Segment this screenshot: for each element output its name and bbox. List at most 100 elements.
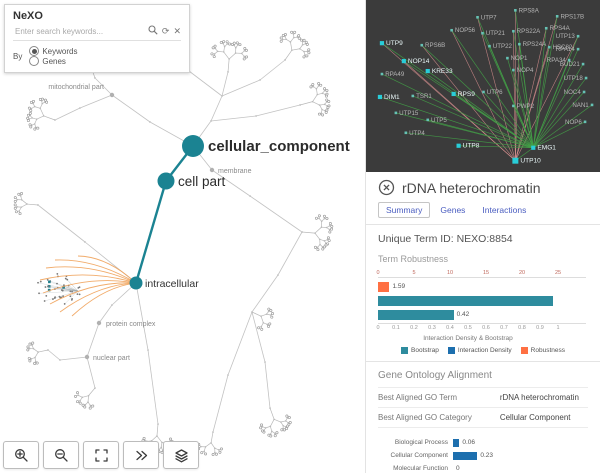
- map-toolbar: [3, 441, 199, 469]
- legend-swatch: [401, 347, 408, 354]
- detail-tabs: Summary Genes Interactions: [378, 202, 588, 224]
- network-node-UTP21[interactable]: [481, 31, 484, 35]
- tree-node-nuclear-part[interactable]: [84, 354, 90, 360]
- network-node-label: UTP15: [399, 110, 419, 117]
- fit-to-screen-icon: [94, 448, 108, 462]
- tree-node-cell-part[interactable]: [157, 172, 175, 190]
- network-node-UTP8[interactable]: [456, 143, 461, 148]
- tab-genes[interactable]: Genes: [440, 205, 466, 215]
- network-node-label: NOP1: [511, 55, 528, 62]
- network-node-TSR1[interactable]: [411, 94, 415, 98]
- network-node-label: BUD21: [560, 61, 580, 68]
- network-node-RPS4A[interactable]: [544, 26, 548, 30]
- network-node-NOP14[interactable]: [401, 59, 406, 64]
- network-node-RPA34[interactable]: [567, 58, 571, 62]
- tree-node-mitochondrial-part[interactable]: [109, 92, 115, 98]
- search-icon[interactable]: [148, 25, 158, 37]
- network-node-UTP4[interactable]: [404, 131, 408, 135]
- network-node-RPS9[interactable]: [451, 91, 456, 97]
- tree-node-label: cell part: [178, 174, 226, 189]
- network-node-label: UTP8: [463, 143, 480, 150]
- network-node-label: UTP10: [520, 158, 541, 165]
- network-node-UTP13[interactable]: [576, 34, 580, 38]
- network-node-NOP56[interactable]: [450, 28, 453, 32]
- network-node-NOP1[interactable]: [506, 56, 509, 60]
- clear-icon[interactable]: ✕: [173, 25, 181, 36]
- fit-to-screen-button[interactable]: [83, 441, 119, 469]
- tab-summary[interactable]: Summary: [378, 202, 431, 218]
- network-node-label: PWP2: [517, 103, 535, 110]
- search-input[interactable]: [13, 25, 144, 37]
- network-node-RPA14[interactable]: [576, 47, 580, 51]
- network-node-label: KRE33: [432, 68, 453, 75]
- tree-node-membrane[interactable]: [209, 167, 215, 173]
- reset-icon[interactable]: ⟳: [161, 25, 170, 36]
- zoom-out-button[interactable]: [43, 441, 79, 469]
- network-node-label: RPA14: [556, 46, 576, 53]
- layers-button[interactable]: [163, 441, 199, 469]
- network-node-RPS17B[interactable]: [555, 15, 559, 18]
- network-node-UTP18[interactable]: [584, 76, 588, 80]
- network-node-label: RPS9: [458, 91, 475, 98]
- network-node-UTP15[interactable]: [394, 111, 398, 115]
- expand-tree-button[interactable]: [123, 441, 159, 469]
- radio-icon[interactable]: [29, 46, 40, 56]
- tree-node-intracellular[interactable]: [129, 276, 143, 290]
- network-node-label: DIM1: [384, 94, 400, 101]
- network-node-RPS6B[interactable]: [420, 43, 424, 47]
- network-node-label: RPS22A: [517, 28, 542, 35]
- network-node-RPS24A[interactable]: [518, 42, 521, 46]
- network-node-UTP7[interactable]: [476, 15, 479, 19]
- network-node-PWP2[interactable]: [512, 104, 515, 108]
- network-node-UTP9[interactable]: [379, 41, 385, 46]
- network-node-KRE33[interactable]: [425, 68, 430, 74]
- legend-swatch: [447, 347, 455, 354]
- search-by-genes-radio[interactable]: Genes: [29, 56, 77, 66]
- network-node-RPS8A[interactable]: [514, 9, 517, 12]
- unique-term-id: Unique Term ID: NEXO:8854: [378, 233, 513, 245]
- network-node-label: TSR1: [416, 93, 432, 100]
- network-node-EMG1[interactable]: [531, 145, 536, 150]
- radio-icon[interactable]: [29, 56, 40, 66]
- network-node-UTP5[interactable]: [426, 118, 430, 122]
- tree-node-protein-complex[interactable]: [96, 320, 102, 326]
- network-node-label: RPA49: [385, 71, 405, 78]
- network-node-RPA49[interactable]: [380, 72, 384, 76]
- zoom-in-icon: [14, 448, 28, 462]
- network-node-DIM1[interactable]: [377, 94, 383, 100]
- network-node-RPS22A[interactable]: [512, 29, 515, 33]
- tab-interactions[interactable]: Interactions: [482, 205, 527, 215]
- network-node-NOP6[interactable]: [583, 120, 587, 124]
- network-node-NAN1[interactable]: [590, 103, 594, 107]
- network-node-label: RPS17B: [560, 13, 584, 20]
- zoom-in-button[interactable]: [3, 441, 39, 469]
- network-node-label: UTP18: [564, 75, 584, 82]
- search-by-keywords-radio[interactable]: Keywords: [29, 46, 77, 56]
- tree-node-label: membrane: [218, 168, 252, 175]
- network-node-NOC4[interactable]: [582, 90, 586, 94]
- network-node-label: UTP22: [493, 43, 513, 50]
- network-node-UTP6[interactable]: [482, 90, 485, 94]
- network-node-label: NOP14: [408, 58, 430, 65]
- tree-node-cellular-component[interactable]: [182, 135, 204, 157]
- bottom-axis-label: Interaction Density & Bootstrap: [423, 335, 513, 342]
- network-node-HSC82[interactable]: [547, 45, 551, 49]
- network-node-BUD21[interactable]: [581, 62, 585, 66]
- network-node-label: UTP4: [409, 130, 425, 137]
- network-node-UTP22[interactable]: [488, 44, 491, 48]
- network-node-UTP10[interactable]: [512, 157, 519, 164]
- close-icon[interactable]: [378, 179, 395, 196]
- network-node-NOP4[interactable]: [512, 68, 515, 72]
